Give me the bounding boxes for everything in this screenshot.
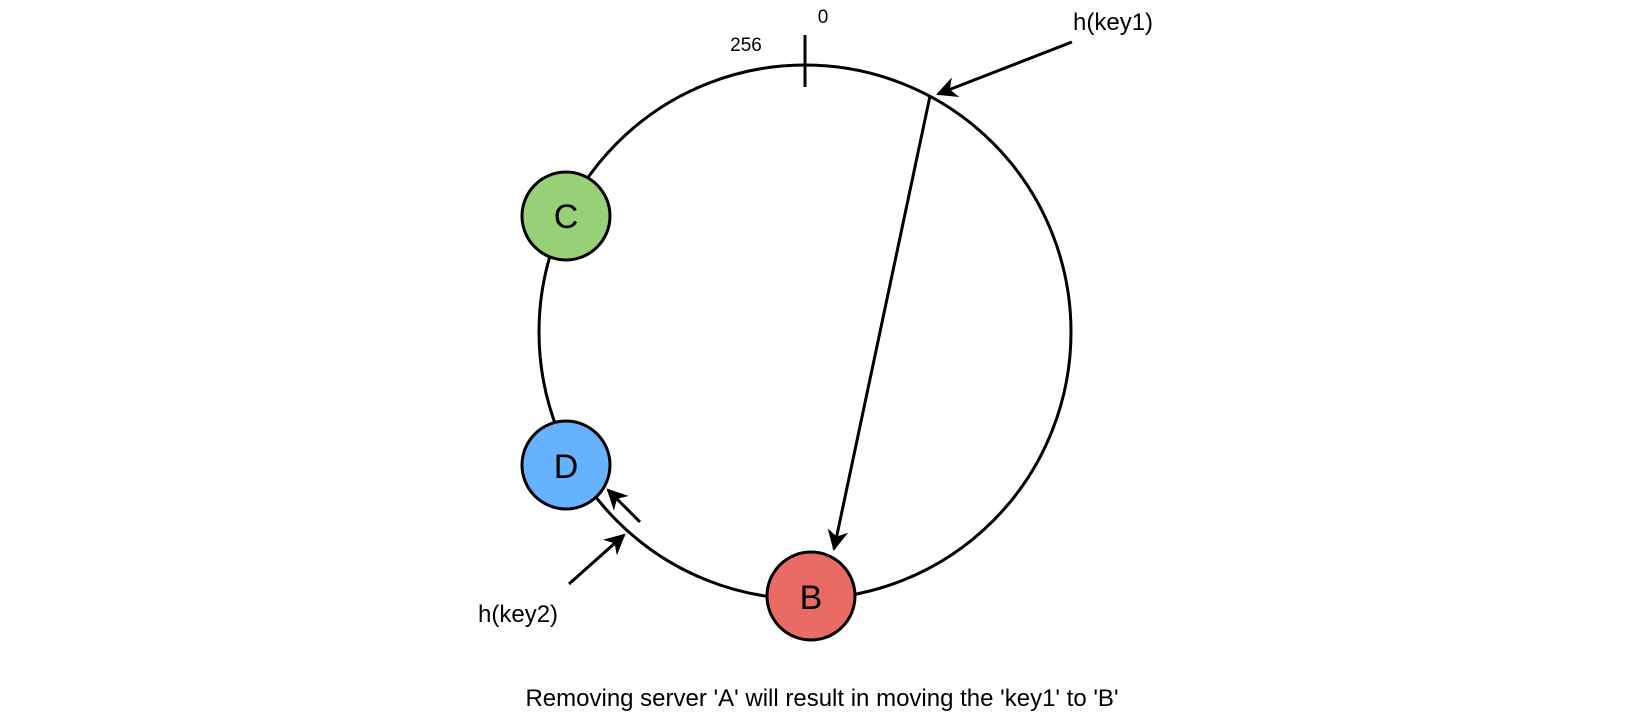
- server-d-node: D: [520, 419, 612, 511]
- hash-ring: [537, 63, 1073, 601]
- server-d-circle: [520, 419, 612, 511]
- key2-pointer-arrow: [568, 533, 626, 586]
- key2-label: h(key2): [478, 601, 558, 628]
- diagram-caption: Removing server 'A' will result in movin…: [525, 685, 1118, 712]
- server-b-node: B: [765, 550, 857, 642]
- server-c-node: C: [520, 170, 612, 262]
- key1-pointer-arrow: [936, 40, 1073, 97]
- key1-label: h(key1): [1073, 9, 1153, 36]
- key2-to-server-d-arrow: [606, 488, 642, 524]
- server-d-label: D: [554, 448, 579, 486]
- server-b-label: B: [800, 579, 823, 617]
- ring-start-label: 0: [818, 7, 829, 28]
- key1-move-arrow: [827, 95, 932, 552]
- server-c-label: C: [554, 198, 579, 236]
- ring-end-label: 256: [730, 35, 762, 56]
- server-b-circle: [765, 550, 857, 642]
- server-c-circle: [520, 170, 612, 262]
